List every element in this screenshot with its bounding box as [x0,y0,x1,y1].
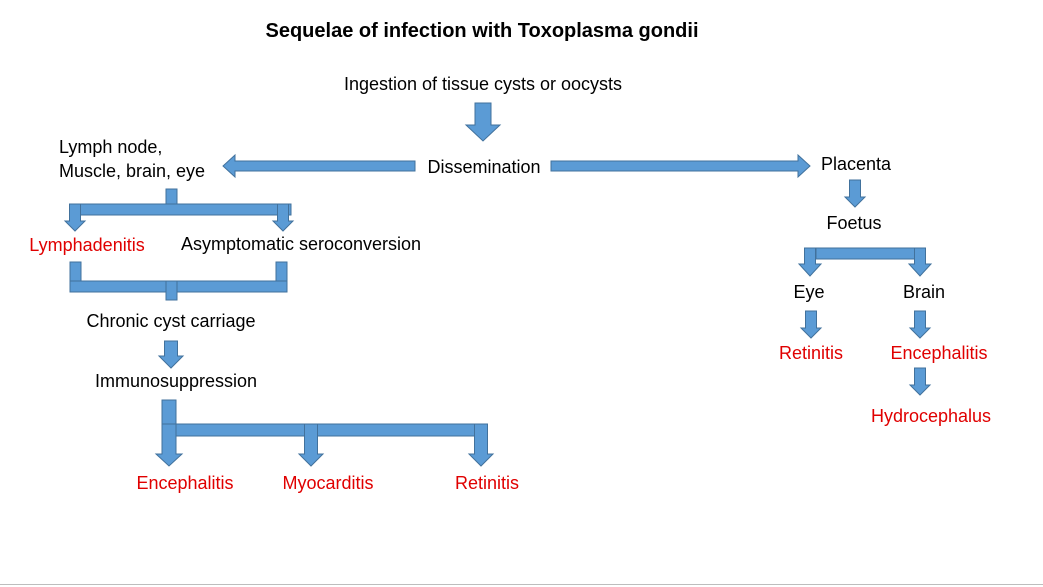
brain-to-encephalitis-arrow [908,310,932,339]
to-brain-arrow [907,247,933,277]
fork-to-asymptomatic-arrow [271,203,295,232]
fork-to-lymphadenitis-arrow [63,203,87,232]
node-dissemination: Dissemination [427,157,540,177]
ingestion-arrow [464,102,502,142]
node-lymphadenitis: Lymphadenitis [29,235,144,255]
connector-arrows [63,102,933,467]
dissemination-left-arrow [222,153,416,179]
node-asymptomatic-seroconversion: Asymptomatic seroconversion [181,234,421,254]
to-myocarditis-arrow [297,423,325,467]
merge-stem [165,280,178,301]
node-tissues-line2: Muscle, brain, eye [59,161,205,181]
immuno-bar [161,423,488,437]
chronic-arrow [157,340,185,369]
node-retinitis-right: Retinitis [779,343,843,363]
bottom-divider [0,584,1043,585]
foetus-fork-bar [815,247,926,260]
node-hydrocephalus: Hydrocephalus [871,406,991,426]
diagram-title: Sequelae of infection with Toxoplasma go… [266,20,699,42]
node-encephalitis-left: Encephalitis [136,473,233,493]
node-chronic-cyst-carriage: Chronic cyst carriage [86,311,255,331]
node-placenta: Placenta [821,154,892,174]
placenta-arrow [843,179,867,208]
node-ingestion: Ingestion of tissue cysts or oocysts [344,74,622,94]
node-tissues-line1: Lymph node, [59,137,162,157]
to-eye-arrow [797,247,823,277]
node-retinitis-left: Retinitis [455,473,519,493]
tissues-fork-bar [69,203,292,216]
tissues-fork-stem [165,188,178,206]
node-foetus: Foetus [826,213,881,233]
node-encephalitis-right: Encephalitis [890,343,987,363]
eye-to-retinitis-arrow [799,310,823,339]
to-encephalitis-left-arrow [154,423,184,467]
dissemination-right-arrow [550,153,811,179]
encephalitis-to-hydrocephalus-arrow [908,367,932,396]
merge-bar [69,280,288,293]
node-brain: Brain [903,282,945,302]
to-retinitis-left-arrow [467,423,495,467]
node-eye: Eye [793,282,824,302]
node-myocarditis: Myocarditis [282,473,373,493]
node-immunosuppression: Immunosuppression [95,371,257,391]
